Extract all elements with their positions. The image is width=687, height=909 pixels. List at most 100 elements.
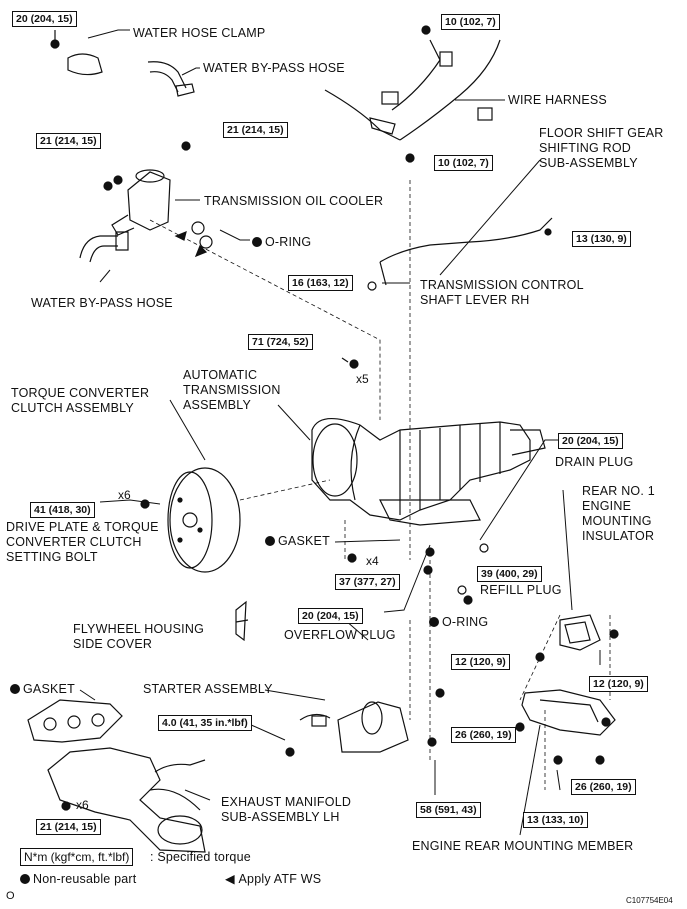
label-water-hose-clamp: WATER HOSE CLAMP: [133, 26, 266, 40]
torque-box: 13 (133, 10): [523, 812, 588, 828]
label-rear-mount-line2: ENGINE: [582, 499, 632, 513]
label-oring-top: O-RING: [252, 235, 311, 250]
torque-box: 20 (204, 15): [298, 608, 363, 624]
label-flywheel-line1: FLYWHEEL HOUSING: [73, 622, 204, 636]
label-automatic-transmission: AUTOMATIC TRANSMISSION ASSEMBLY: [183, 368, 281, 413]
label-gasket-top-text: GASKET: [278, 534, 330, 548]
label-transmission-oil-cooler: TRANSMISSION OIL COOLER: [204, 194, 384, 208]
label-gasket-bottom: GASKET: [10, 682, 75, 697]
legend-torque-key: N*m (kgf*cm, ft.*lbf): [20, 848, 134, 866]
water-bypass-hose-bottom-part: [79, 231, 129, 263]
label-gasket-top: GASKET: [265, 534, 330, 549]
label-floor-shift-line1: FLOOR SHIFT GEAR: [539, 126, 664, 140]
label-rear-mount-line3: MOUNTING: [582, 514, 652, 528]
label-exhaust-manifold: EXHAUST MANIFOLD SUB-ASSEMBLY LH: [221, 795, 351, 825]
label-refill-plug: REFILL PLUG: [480, 583, 562, 597]
torque-box: 20 (204, 15): [12, 11, 77, 27]
label-oring-top-text: O-RING: [265, 235, 312, 249]
label-torque-conv-line2: CLUTCH ASSEMBLY: [11, 401, 134, 415]
transmission-oil-cooler-part: [103, 141, 213, 249]
atf-arrows: [174, 231, 208, 258]
label-flywheel-line2: SIDE COVER: [73, 637, 153, 651]
torque-box: 21 (214, 15): [36, 819, 101, 835]
label-wire-harness: WIRE HARNESS: [508, 93, 607, 107]
nonreusable-dot-icon: [10, 684, 20, 694]
label-rear-mount-line1: REAR NO. 1: [582, 484, 655, 498]
nonreusable-dot-icon: [429, 617, 439, 627]
quantity-label: x5: [356, 372, 369, 386]
label-drive-plate-line3: SETTING BOLT: [6, 550, 98, 564]
label-torque-converter: TORQUE CONVERTER CLUTCH ASSEMBLY: [11, 386, 149, 416]
label-drive-plate-line1: DRIVE PLATE & TORQUE: [6, 520, 159, 534]
quantity-label: x4: [366, 554, 379, 568]
label-starter: STARTER ASSEMBLY: [143, 682, 273, 696]
torque-converter-part: [140, 467, 241, 573]
torque-box: 10 (102, 7): [434, 155, 493, 171]
label-drive-plate: DRIVE PLATE & TORQUE CONVERTER CLUTCH SE…: [6, 520, 159, 565]
gasket-manifold-part: [27, 699, 123, 743]
torque-box: 10 (102, 7): [441, 14, 500, 30]
figure-code: C107754E04: [626, 896, 673, 905]
label-trans-control-line1: TRANSMISSION CONTROL: [420, 278, 584, 292]
torque-box: 21 (214, 15): [36, 133, 101, 149]
torque-box: 16 (163, 12): [288, 275, 353, 291]
label-overflow-plug: OVERFLOW PLUG: [284, 628, 396, 642]
label-rear-mount-line4: INSULATOR: [582, 529, 655, 543]
label-engine-rear-member: ENGINE REAR MOUNTING MEMBER: [412, 839, 634, 853]
label-trans-control-line2: SHAFT LEVER RH: [420, 293, 530, 307]
torque-box: 58 (591, 43): [416, 802, 481, 818]
legend-apply-text: Apply ATF WS: [238, 872, 322, 886]
water-hose-clamp-part: [50, 30, 103, 76]
label-water-bypass-hose-bottom: WATER BY-PASS HOSE: [31, 296, 173, 310]
label-exhaust-line1: EXHAUST MANIFOLD: [221, 795, 352, 809]
label-trans-control: TRANSMISSION CONTROL SHAFT LEVER RH: [420, 278, 584, 308]
engine-rear-member-part: [515, 689, 616, 765]
label-exhaust-line2: SUB-ASSEMBLY LH: [221, 810, 340, 824]
label-rear-mount-insulator: REAR NO. 1 ENGINE MOUNTING INSULATOR: [582, 484, 655, 544]
label-gasket-bottom-text: GASKET: [23, 682, 75, 696]
assembly-dashed-lines: [149, 180, 611, 790]
starter-part: [285, 688, 445, 757]
torque-box: 13 (130, 9): [572, 231, 631, 247]
label-auto-trans-line2: TRANSMISSION: [183, 383, 281, 397]
torque-box: 12 (120, 9): [589, 676, 648, 692]
shifting-rod-part: [367, 217, 553, 291]
flywheel-cover-part: [235, 600, 249, 642]
rear-mount-insulator-part: [535, 614, 619, 662]
quantity-label: x6: [76, 798, 89, 812]
leader-lines: [79, 29, 601, 836]
label-oring-bottom-text: O-RING: [442, 615, 489, 629]
torque-box: 20 (204, 15): [558, 433, 623, 449]
nonreusable-dot-icon: [20, 874, 30, 884]
label-auto-trans-line3: ASSEMBLY: [183, 398, 252, 412]
label-floor-shift-line3: SUB-ASSEMBLY: [539, 156, 638, 170]
torque-box: 26 (260, 19): [571, 779, 636, 795]
label-flywheel-cover: FLYWHEEL HOUSING SIDE COVER: [73, 622, 204, 652]
legend-nonreusable: Non-reusable part: [20, 872, 136, 887]
torque-box: 12 (120, 9): [451, 654, 510, 670]
water-bypass-hose-top-part: [147, 61, 195, 97]
torque-box: 71 (724, 52): [248, 334, 313, 350]
label-drain-plug: DRAIN PLUG: [555, 455, 634, 469]
torque-box: 39 (400, 29): [477, 566, 542, 582]
label-water-bypass-hose-top: WATER BY-PASS HOSE: [203, 61, 345, 75]
automatic-transmission-part: [311, 357, 546, 526]
legend-apply: ◀ Apply ATF WS: [225, 872, 321, 887]
plugs-and-bolts: [347, 543, 489, 605]
legend-nonreusable-text: Non-reusable part: [33, 872, 137, 886]
label-floor-shift: FLOOR SHIFT GEAR SHIFTING ROD SUB-ASSEMB…: [539, 126, 664, 171]
torque-box: 26 (260, 19): [451, 727, 516, 743]
torque-box: 21 (214, 15): [223, 122, 288, 138]
exhaust-manifold-part: [47, 747, 206, 853]
nonreusable-dot-icon: [252, 237, 262, 247]
label-auto-trans-line1: AUTOMATIC: [183, 368, 258, 382]
wire-harness-part: [324, 25, 501, 163]
footer-mark: O: [6, 890, 15, 902]
arrow-left-icon: ◀: [225, 872, 239, 886]
torque-box: 37 (377, 27): [335, 574, 400, 590]
label-floor-shift-line2: SHIFTING ROD: [539, 141, 631, 155]
nonreusable-dot-icon: [265, 536, 275, 546]
torque-box: 4.0 (41, 35 in.*lbf): [158, 715, 252, 731]
torque-box: 41 (418, 30): [30, 502, 95, 518]
label-torque-conv-line1: TORQUE CONVERTER: [11, 386, 150, 400]
